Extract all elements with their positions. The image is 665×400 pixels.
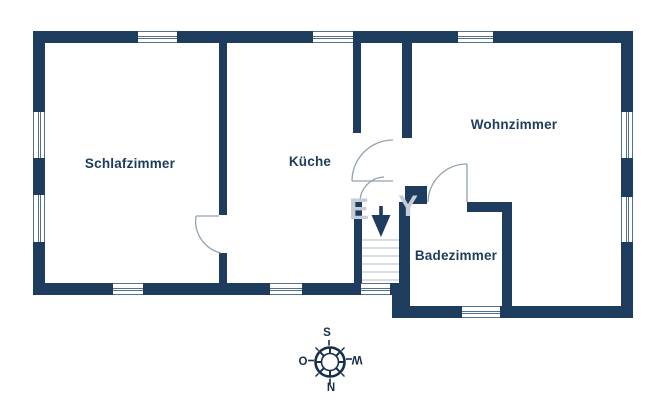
compass-label-east: O [298,356,308,368]
wall-schlafzimmer-kueche-upper [219,43,227,215]
window-bottom-3 [462,306,500,318]
stairs [362,239,399,281]
wall-badezimmer-corner [405,186,427,204]
wall-outer-left [33,31,45,295]
room-label-schlafzimmer: Schlafzimmer [84,156,176,171]
window-top-1 [138,31,177,43]
wall-stairs-left [354,202,362,283]
window-bottom-2 [270,283,302,295]
wall-kueche-hall-stub [353,43,361,133]
stairs-down-arrow-icon [371,206,391,237]
compass-label-north: N [326,382,336,394]
wall-badezimmer-right [502,212,512,306]
wall-badezimmer-top [467,202,512,212]
window-left-1 [33,112,45,158]
window-bottom-1 [113,283,143,295]
window-top-2 [313,31,353,43]
wall-hall-wohnzimmer-stub [402,43,412,138]
window-right-1 [621,112,633,158]
wall-step-connector [392,283,402,318]
window-right-2 [621,197,633,242]
door-badezimmer [427,163,468,203]
window-stairs [361,283,390,295]
room-label-kueche: Küche [288,154,332,169]
compass-label-south: S [323,327,331,339]
door-schlafzimmer [194,215,222,254]
wall-outer-right [621,31,633,318]
watermark-fragment-2: Y [398,190,420,223]
watermark-fragment-1: E [349,193,371,226]
compass-graphic [308,340,352,384]
wall-outer-bottom-left [33,283,402,295]
room-label-wohnzimmer: Wohnzimmer [470,117,558,132]
wall-schlafzimmer-kueche-lower [219,253,227,283]
window-left-2 [33,195,45,242]
wall-stairs-right [399,202,410,306]
wall-outer-bottom-right [392,306,633,318]
room-label-badezimmer: Badezimmer [414,248,498,263]
compass-label-west: W [351,353,363,365]
compass-rose: S W N O [295,322,369,400]
window-top-3 [458,31,493,43]
